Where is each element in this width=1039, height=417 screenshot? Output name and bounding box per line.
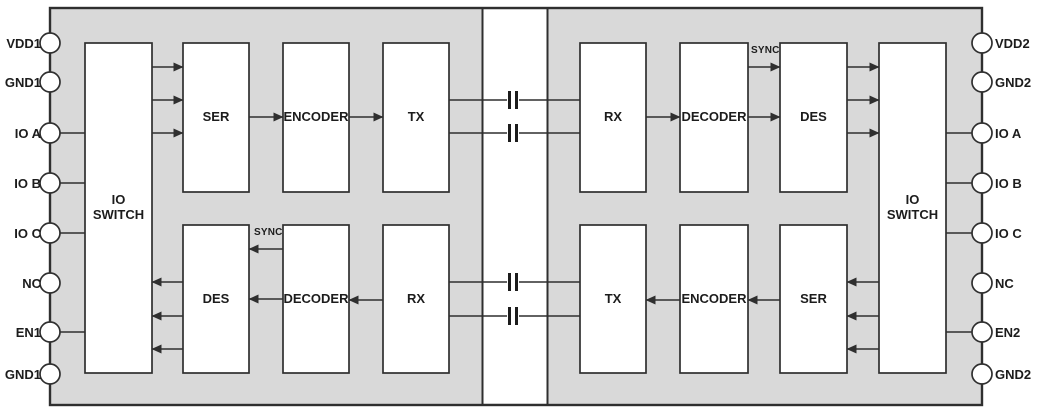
pin-circle-gnd1-bottom — [39, 363, 61, 385]
pin-circle-iob-1 — [39, 172, 61, 194]
block-io-switch-2 — [878, 42, 947, 374]
sync-label-1: SYNC — [254, 227, 283, 238]
block-rx-1 — [382, 224, 450, 374]
pin-label-nc-1: NC — [22, 275, 41, 291]
rx-label-2: RX — [603, 109, 623, 125]
pin-label-ioc-1: IO C — [14, 225, 41, 241]
block-decoder-1 — [282, 224, 350, 374]
decoder-label-1: DECODER — [283, 290, 349, 306]
pin-label-vdd2: VDD2 — [995, 35, 1030, 51]
pin-circle-en2 — [971, 321, 993, 343]
pin-label-en1: EN1 — [15, 324, 41, 340]
pin-circle-gnd2-bottom — [971, 363, 993, 385]
pin-label-gnd2-bottom: GND2 — [995, 366, 1032, 382]
des-label-1: DES — [202, 290, 230, 306]
block-io-switch-1 — [84, 42, 153, 374]
block-ser-1 — [182, 42, 250, 193]
io-switch-label-2: IO SWITCH — [886, 192, 939, 222]
pin-label-ioa-2: IO A — [995, 125, 1022, 141]
pin-label-vdd1: VDD1 — [6, 35, 41, 51]
pin-label-iob-1: IO B — [14, 175, 41, 191]
block-encoder-2 — [679, 224, 749, 374]
left-die-arrows — [151, 62, 384, 354]
isolation-gap — [483, 9, 547, 404]
pin-circle-nc-1 — [39, 272, 61, 294]
block-rx-2 — [579, 42, 647, 193]
encoder-label-1: ENCODER — [283, 109, 349, 125]
pin-circle-ioa-2 — [971, 122, 993, 144]
pin-circle-iob-2 — [971, 172, 993, 194]
ser-label-2: SER — [800, 290, 827, 306]
pin-label-nc-2: NC — [995, 275, 1014, 291]
pin-circle-ioc-1 — [39, 222, 61, 244]
pin-circle-nc-2 — [971, 272, 993, 294]
pin-label-gnd1-top: GND1 — [4, 74, 41, 90]
left-die-blocks — [84, 42, 450, 374]
block-ser-2 — [779, 224, 848, 374]
pin-circle-gnd2-top — [971, 71, 993, 93]
pin-circle-ioa-1 — [39, 122, 61, 144]
pin-label-en2: EN2 — [995, 324, 1021, 340]
pin-stubs — [60, 132, 972, 333]
io-switch-label-1: IO SWITCH — [92, 192, 145, 222]
pin-label-gnd2-top: GND2 — [995, 74, 1032, 90]
pin-circle-en1 — [39, 321, 61, 343]
pin-label-iob-2: IO B — [995, 175, 1022, 191]
pin-circle-vdd1 — [39, 32, 61, 54]
decoder-label-2: DECODER — [681, 109, 747, 125]
tx-label-1: TX — [407, 109, 425, 125]
block-des-1 — [182, 224, 250, 374]
encoder-label-2: ENCODER — [681, 290, 747, 306]
pin-circle-gnd1-top — [39, 71, 61, 93]
block-des-2 — [779, 42, 848, 193]
pin-circle-vdd2 — [971, 32, 993, 54]
block-tx-1 — [382, 42, 450, 193]
pin-label-ioc-2: IO C — [995, 225, 1022, 241]
sync-label-2: SYNC — [751, 45, 780, 56]
tx-label-2: TX — [604, 290, 622, 306]
right-die-arrows — [645, 62, 880, 354]
pin-circles — [39, 32, 993, 385]
pin-circle-ioc-2 — [971, 222, 993, 244]
right-die-blocks — [579, 42, 947, 374]
pin-label-gnd1-bottom: GND1 — [4, 366, 41, 382]
rx-label-1: RX — [406, 290, 426, 306]
des-label-2: DES — [800, 109, 827, 125]
pin-label-ioa-1: IO A — [14, 125, 41, 141]
isolation-capacitors — [449, 91, 580, 325]
ser-label-1: SER — [202, 109, 230, 125]
